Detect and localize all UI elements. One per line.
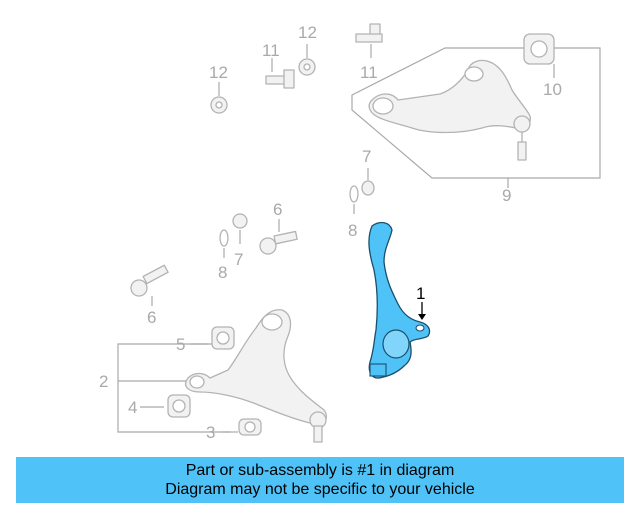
bolt-11-left: [265, 69, 295, 89]
callout-6-left: 6: [147, 308, 156, 327]
oring-8-left: [219, 229, 229, 247]
upper-ball-joint: [513, 115, 531, 133]
callout-7-left: 7: [234, 250, 243, 269]
hardware-top-left: 11 12 12: [209, 23, 317, 114]
bushing-3: [238, 418, 262, 436]
callout-11-right: 11: [360, 63, 378, 82]
steering-knuckle-group: 1: [368, 221, 431, 379]
upper-arm-bushing-front: [372, 97, 394, 115]
info-banner: Part or sub-assembly is #1 in diagram Di…: [16, 457, 624, 503]
upper-control-arm: [368, 59, 531, 134]
banner-line-2: Diagram may not be specific to your vehi…: [165, 481, 475, 498]
nut-7-left: [232, 213, 248, 229]
callout-6-middle: 6: [273, 200, 282, 219]
lower-arm-rear-eye: [261, 313, 283, 331]
lower-control-arm-group: 2 5 4 3: [99, 309, 328, 443]
upper-arm-bushing-rear: [464, 66, 484, 82]
callout-12-top: 12: [298, 23, 317, 42]
bushing-5: [211, 326, 235, 350]
bolt-11-right: [355, 23, 383, 43]
knuckle-hub-bore: [382, 329, 410, 359]
callout-1: 1: [416, 284, 425, 303]
upper-arm-outline-box: [351, 47, 601, 179]
washer-7-right: [361, 180, 375, 196]
ball-joint-stud-tip: [517, 141, 527, 161]
callout-7-right: 7: [362, 147, 371, 166]
callout-12-left: 12: [209, 63, 228, 82]
lower-arm-bracket: [117, 343, 230, 433]
knuckle-lower-mount: [369, 363, 387, 377]
callout-2: 2: [99, 372, 108, 391]
callout-5: 5: [176, 335, 185, 354]
lower-control-arm: [185, 309, 328, 425]
banner-line-1: Part or sub-assembly is #1 in diagram: [185, 462, 455, 479]
callout-8-left: 8: [218, 263, 227, 282]
callout-11-left: 11: [262, 41, 280, 60]
bushing-4: [167, 394, 191, 418]
knuckle-tie-rod-hole: [415, 324, 425, 332]
bolt-6-middle: [259, 230, 298, 255]
leader-1-arrow: [418, 314, 426, 320]
upper-control-arm-group: 9 10 11: [351, 23, 601, 205]
bushing-10: [523, 33, 555, 65]
lower-arm-front-eye: [189, 375, 205, 389]
callout-10: 10: [543, 80, 562, 99]
lower-ball-joint-stud: [313, 425, 323, 443]
hardware-middle: 7 8 6 7 8 6: [130, 147, 375, 327]
oring-8-right: [349, 185, 359, 203]
parts-diagram: 9 10 11 11 12 12: [99, 23, 601, 443]
callout-3: 3: [206, 423, 215, 442]
callout-8-right: 8: [348, 221, 357, 240]
callout-9: 9: [502, 186, 511, 205]
callout-4: 4: [128, 398, 137, 417]
bolt-6-left: [130, 264, 169, 297]
